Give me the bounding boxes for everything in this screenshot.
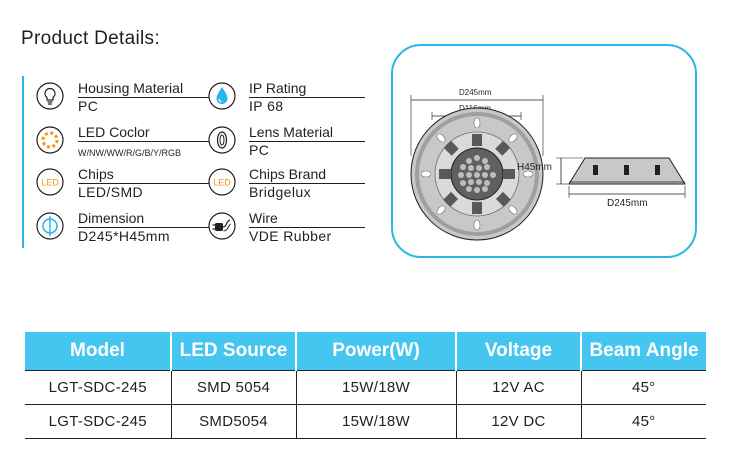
plug-icon: [208, 212, 236, 240]
height-label: H45mm: [517, 162, 552, 173]
spec-rule: [78, 183, 221, 184]
col-header-beam-angle: Beam Angle: [580, 332, 706, 371]
col-header-voltage: Voltage: [455, 332, 582, 371]
lamp-drawing: D245mm D116mm: [410, 88, 686, 241]
spec-value: VDE Rubber: [249, 228, 332, 244]
table-cell: 45°: [580, 370, 706, 405]
spec-rule: [78, 227, 221, 228]
spec-label: Wire: [249, 210, 278, 226]
spec-value: PC: [78, 98, 99, 114]
spec-label: Chips Brand: [249, 166, 327, 182]
svg-text:LED: LED: [41, 178, 59, 188]
top-diameter-label: D245mm: [459, 88, 492, 97]
spec-label: Dimension: [78, 210, 145, 226]
spec-rule: [249, 183, 365, 184]
spec-label: IP Rating: [249, 80, 307, 96]
table-cell: LGT-SDC-245: [25, 370, 171, 405]
dimension-diagram: D245mm D116mm: [391, 44, 697, 258]
table-cell: 45°: [580, 404, 706, 439]
table-cell: 12V AC: [455, 370, 581, 405]
lightbulb-icon: [36, 82, 64, 110]
col-header-power: Power(W): [295, 332, 457, 371]
water-drop-icon: [208, 82, 236, 110]
dimension-icon: [36, 212, 64, 240]
table-header-row: Model LED Source Power(W) Voltage Beam A…: [25, 332, 706, 371]
color-ring-icon: [36, 126, 64, 154]
spec-label: Housing Material: [78, 80, 184, 96]
table-cell: 15W/18W: [295, 370, 456, 405]
spec-label: Lens Material: [249, 124, 334, 140]
page-title: Product Details:: [21, 28, 160, 49]
spec-value: W/NW/WW/R/G/B/Y/RGB: [78, 148, 181, 158]
spec-rule: [249, 141, 365, 142]
spec-value: PC: [249, 142, 270, 158]
led-icon: LED: [36, 168, 64, 196]
spec-value: LED/SMD: [78, 184, 144, 200]
spec-rule: [78, 141, 221, 142]
table-row: LGT-SDC-245 SMD 5054 15W/18W 12V AC 45°: [25, 370, 706, 405]
table-cell: SMD5054: [170, 404, 296, 439]
spec-label: LED Coclor: [78, 124, 150, 140]
table-row: LGT-SDC-245 SMD5054 15W/18W 12V DC 45°: [25, 404, 706, 439]
table-cell: LGT-SDC-245: [25, 404, 171, 439]
led-icon: LED: [208, 168, 236, 196]
accent-divider: [22, 76, 24, 248]
spec-value: Bridgelux: [249, 184, 311, 200]
table-cell: SMD 5054: [170, 370, 296, 405]
spec-rule: [249, 227, 365, 228]
spec-rule: [249, 97, 365, 98]
table-cell: 15W/18W: [295, 404, 456, 439]
spec-value: IP 68: [249, 98, 284, 114]
col-header-led-source: LED Source: [170, 332, 297, 371]
spec-table: Model LED Source Power(W) Voltage Beam A…: [25, 332, 706, 439]
spec-value: D245*H45mm: [78, 228, 170, 244]
table-cell: 12V DC: [455, 404, 581, 439]
col-header-model: Model: [25, 332, 172, 371]
side-diameter-label: D245mm: [607, 198, 648, 209]
spec-rule: [78, 97, 221, 98]
spec-label: Chips: [78, 166, 114, 182]
svg-text:LED: LED: [213, 178, 231, 188]
lens-icon: [208, 126, 236, 154]
